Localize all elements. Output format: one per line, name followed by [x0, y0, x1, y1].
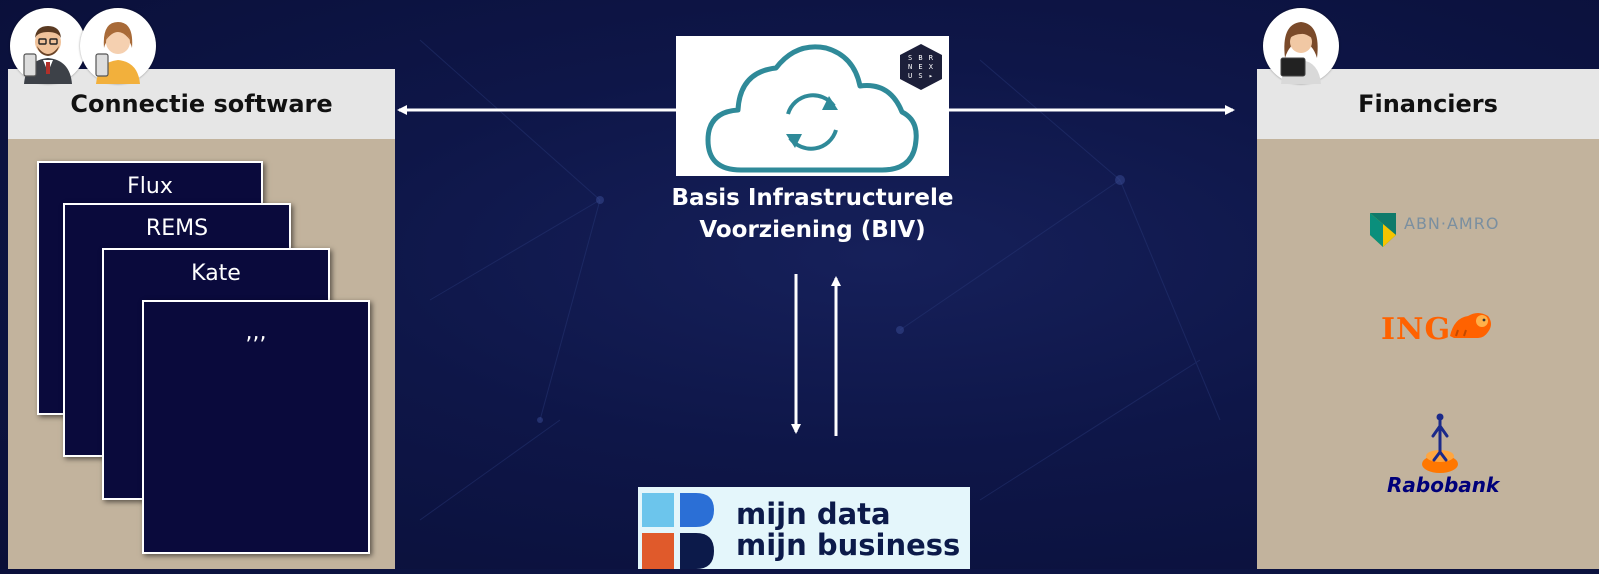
software-card-label: ,,, [245, 320, 267, 345]
connectie-software-title: Connectie software [70, 90, 333, 118]
mijn-data-mijn-business-logo: mijn data mijn business [638, 487, 970, 569]
rabobank-logo-icon [1422, 413, 1458, 473]
software-card-label: REMS [145, 216, 209, 241]
abn-amro-label: ABN·AMRO [1404, 214, 1500, 233]
abn-amro-shield-icon [1370, 213, 1396, 247]
biv-cloud-box: S B R N E X U S ▸ [676, 36, 949, 176]
sbr-nexus-hexagon-icon [900, 44, 942, 90]
mdmb-text: mijn data mijn business [736, 497, 961, 562]
woman-avatar-icon [95, 22, 140, 84]
woman-with-phone-avatar [80, 8, 156, 84]
ing-lion-icon [1450, 313, 1491, 338]
software-card-label: Flux [127, 174, 173, 199]
financiers-title: Financiers [1358, 90, 1498, 118]
man-with-phone-avatar [10, 8, 86, 84]
woman-with-tablet-avatar [1263, 8, 1339, 84]
software-card-label: Kate [191, 261, 241, 286]
biv-label: Basis Infrastructurele Voorziening (BIV) [671, 185, 954, 243]
ing-label: ING [1381, 312, 1452, 347]
rabobank-label: Rabobank [1387, 473, 1500, 497]
man-avatar-icon [23, 26, 72, 84]
woman-tablet-icon [1280, 22, 1321, 84]
financiers-panel [1257, 139, 1599, 569]
connectie-software-header: Connectie software [8, 69, 395, 139]
mdmb-blocks-icon [642, 493, 714, 569]
cloud-sync-icon [705, 44, 919, 173]
software-card-more: ,,, [142, 300, 370, 554]
sbr-nexus-text: S B R N E X U S ▸ [907, 54, 935, 80]
sbr-nexus-badge: S B R N E X U S ▸ [897, 43, 945, 91]
